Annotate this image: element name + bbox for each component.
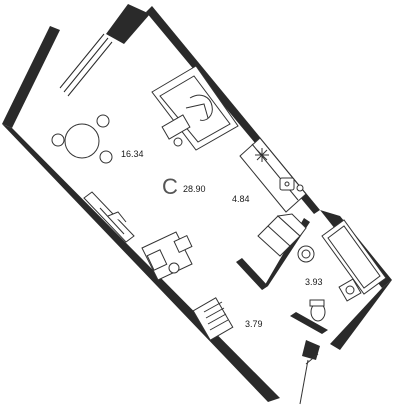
- entrance-door: [299, 353, 319, 405]
- armchair-set: [141, 231, 193, 281]
- exterior-walls: [2, 4, 392, 402]
- kitchen-counter: [239, 137, 307, 213]
- washing-machine: [338, 278, 362, 302]
- room-area-bathroom: 3.93: [305, 277, 323, 287]
- room-area-hall: 3.79: [245, 319, 263, 329]
- dining-set: [51, 114, 113, 164]
- desk: [83, 191, 135, 243]
- shoe-rack: [192, 297, 234, 341]
- room-area-kitchen: 4.84: [232, 194, 250, 204]
- bathtub: [321, 219, 387, 295]
- studio-marker: С: [162, 174, 178, 199]
- sofa: [151, 65, 239, 151]
- toilet: [309, 299, 326, 322]
- window: [59, 33, 113, 97]
- cabinet: [257, 213, 307, 257]
- washbasin: [297, 245, 315, 263]
- room-area-living: 16.34: [121, 149, 144, 159]
- total-area: 28.90: [183, 184, 206, 194]
